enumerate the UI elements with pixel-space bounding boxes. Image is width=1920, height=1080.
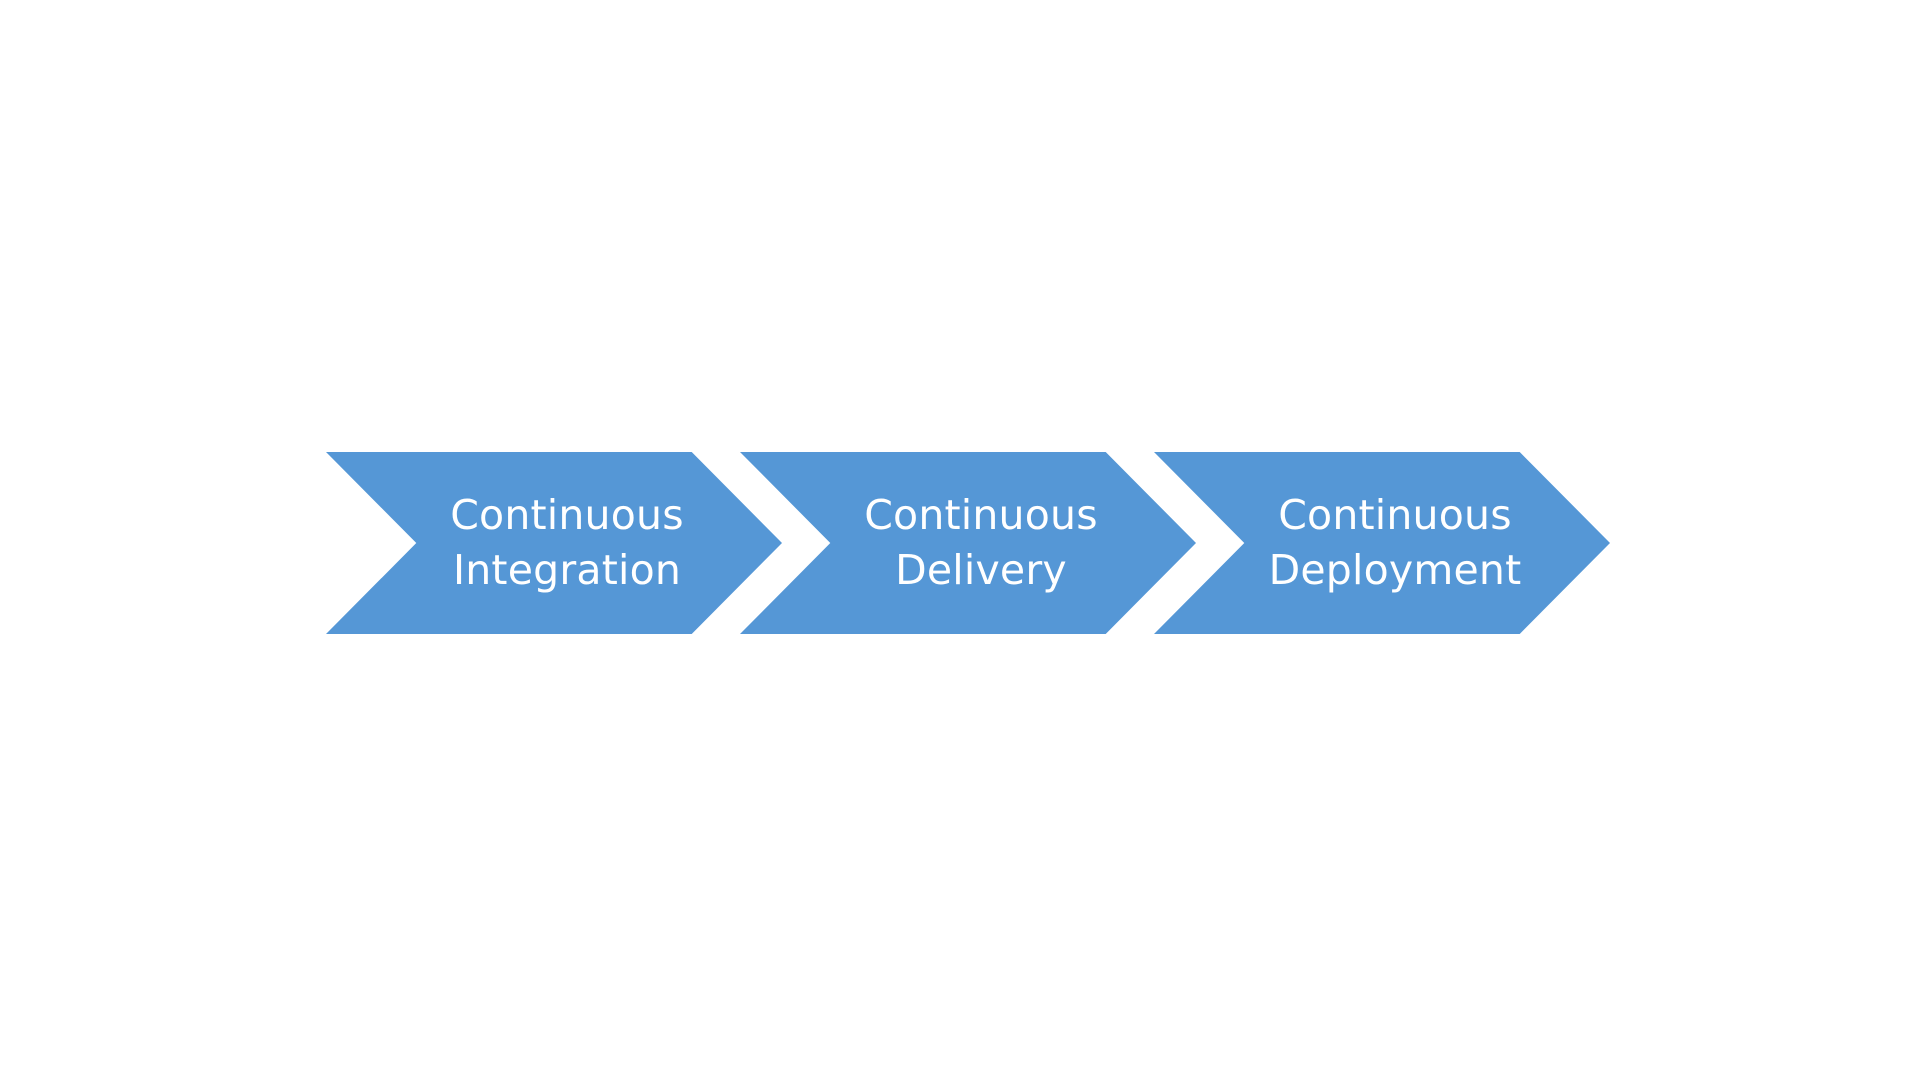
chevron-label-continuous-delivery: Continuous Delivery bbox=[740, 452, 1196, 634]
chevron-label-line1: Continuous bbox=[1278, 491, 1512, 539]
chevron-label-line2: Deployment bbox=[1268, 546, 1522, 594]
chevron-label-continuous-integration: Continuous Integration bbox=[326, 452, 782, 634]
chevron-label-line1: Continuous bbox=[864, 491, 1098, 539]
chevron-label-line2: Integration bbox=[452, 546, 682, 594]
chevron-label-continuous-deployment: Continuous Deployment bbox=[1154, 452, 1610, 634]
chevron-label-line1: Continuous bbox=[450, 491, 684, 539]
chevron-label-line2: Delivery bbox=[895, 546, 1067, 594]
